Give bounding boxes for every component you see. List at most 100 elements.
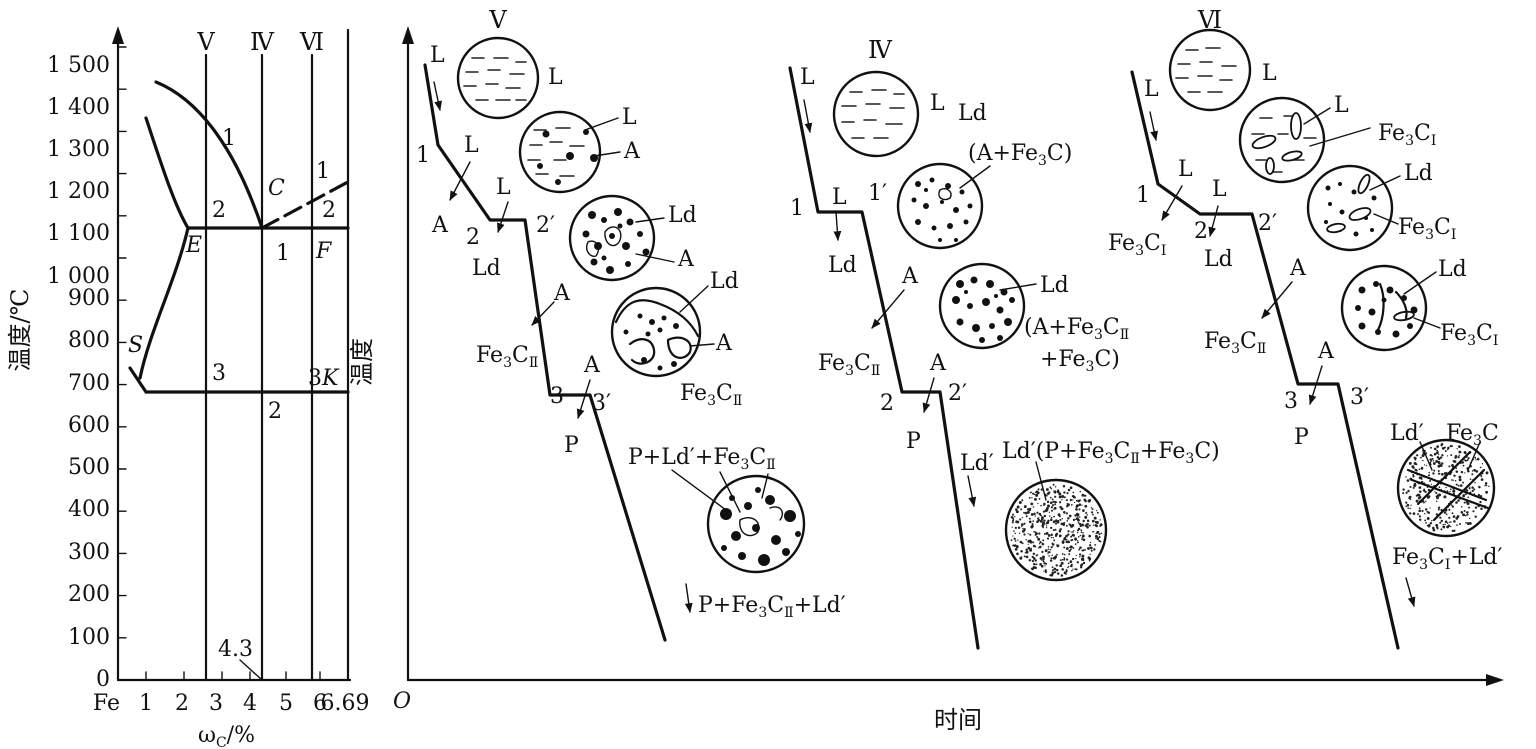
liquidus-left <box>154 80 264 230</box>
speckle-dot <box>1061 568 1064 571</box>
speckle-dot <box>1028 558 1032 562</box>
speckle-dot <box>1469 486 1471 488</box>
speckle-dot <box>1012 519 1015 522</box>
speckle-dot <box>1052 529 1055 532</box>
speckle-dot <box>1022 528 1024 530</box>
x-tick-3: 3 <box>209 691 223 716</box>
point-s: S <box>128 333 143 358</box>
speckle-dot <box>1053 490 1055 492</box>
speckle-dot <box>1100 532 1103 535</box>
y-tick-labels: 0 100 200 300 400 500 600 700 800 900 1 … <box>47 53 110 692</box>
vi-circle-final <box>1396 438 1496 538</box>
speckle-dot <box>1072 491 1075 494</box>
speckle-dot <box>1072 499 1074 501</box>
speckle-dot <box>1033 530 1035 533</box>
speckle-dot <box>1448 508 1451 511</box>
speckle-dot <box>1025 515 1028 518</box>
point-e: E <box>185 233 202 258</box>
speckle-dot <box>1054 503 1057 506</box>
speckle-dot <box>1041 559 1043 562</box>
speckle-dot <box>1070 539 1073 542</box>
speckle-dot <box>1096 530 1100 534</box>
speckle-dot <box>1080 547 1082 549</box>
speckle-dot <box>1415 499 1419 503</box>
speckle-dot <box>1471 486 1474 489</box>
speckle-dot <box>1419 456 1422 459</box>
speckle-dot <box>1455 470 1459 473</box>
speckle-dot <box>1480 475 1483 478</box>
speckle-dot <box>1066 503 1069 505</box>
x-tick-labels: Fe 1 2 3 4 5 6 6.69 <box>93 691 370 716</box>
speckle-dot <box>1461 461 1465 464</box>
speckle-dot <box>1038 532 1041 535</box>
speckle-dot <box>1435 523 1439 527</box>
speckle-dot <box>1013 537 1016 540</box>
y-tick-1000: 1 000 <box>47 264 110 289</box>
speckle-dot <box>1029 492 1032 494</box>
vi-label-a2: A <box>1317 339 1335 364</box>
vi-circle-l-fe3c <box>1238 96 1326 184</box>
cooling-x-arrow-icon <box>1486 674 1504 686</box>
speckle-dot <box>1084 549 1086 551</box>
speckle-dot <box>1432 528 1436 532</box>
speckle-dot <box>1020 523 1024 526</box>
speckle-dot <box>1088 534 1092 538</box>
speckle-dot <box>1418 507 1421 510</box>
speckle-dot <box>1063 491 1066 494</box>
speckle-dot <box>1451 445 1454 447</box>
speckle-dot <box>1021 525 1023 528</box>
speckle-dot <box>1073 530 1075 532</box>
speckle-dot <box>1456 448 1458 450</box>
speckle-dot <box>1065 524 1068 527</box>
speckle-dot <box>1016 552 1019 556</box>
speckle-dot <box>1045 531 1049 535</box>
speckle-dot <box>1050 557 1053 560</box>
speckle-dot <box>1082 519 1085 523</box>
speckle-dot <box>1035 493 1039 497</box>
speckle-dot <box>1450 525 1452 528</box>
speckle-dot <box>1067 530 1070 533</box>
speckle-dot <box>1429 480 1432 482</box>
speckle-dot <box>1070 504 1073 506</box>
speckle-dot <box>1056 520 1060 524</box>
speckle-dot <box>1402 488 1405 491</box>
speckle-dot <box>1043 519 1046 522</box>
speckle-dot <box>1032 557 1036 560</box>
speckle-dot <box>1089 546 1093 550</box>
speckle-dot <box>1044 565 1046 567</box>
speckle-dot <box>1042 558 1045 561</box>
speckle-dot <box>1439 456 1443 459</box>
speckle-dot <box>1045 563 1048 565</box>
y-tick-800: 800 <box>68 328 110 353</box>
v-num-3: 3 <box>550 384 564 409</box>
speckle-dot <box>1098 533 1101 536</box>
speckle-dot <box>1445 486 1447 489</box>
speckle-dot <box>1479 466 1482 469</box>
speckle-dot <box>1043 570 1045 572</box>
num-2-v: 2 <box>212 198 226 223</box>
speckle-dot <box>1437 453 1440 456</box>
speckle-dot <box>1426 517 1430 520</box>
speckle-dot <box>1448 521 1451 523</box>
speckle-dot <box>1465 501 1468 504</box>
speckle-dot <box>1030 525 1034 529</box>
x-tick-6: 6 <box>313 691 327 716</box>
iv-label-l1: L <box>800 65 815 90</box>
speckle-dot <box>1040 565 1044 568</box>
speckle-dot <box>1061 558 1064 561</box>
speckle-dot <box>1436 527 1439 530</box>
iv-final-speckle <box>1010 483 1103 577</box>
x-tick-marks <box>145 671 321 681</box>
speckle-dot <box>1454 455 1458 458</box>
speckle-dot <box>1061 553 1064 555</box>
v-c4-label-a: A <box>715 331 733 356</box>
speckle-dot <box>1457 484 1460 487</box>
speckle-dot <box>1457 455 1460 459</box>
speckle-dot <box>1064 536 1066 539</box>
speckle-dot <box>1050 546 1053 549</box>
speckle-dot <box>1075 568 1078 571</box>
speckle-dot <box>1032 492 1034 495</box>
speckle-dot <box>1053 567 1057 571</box>
speckle-dot <box>1070 531 1072 533</box>
speckle-dot <box>1447 524 1451 528</box>
